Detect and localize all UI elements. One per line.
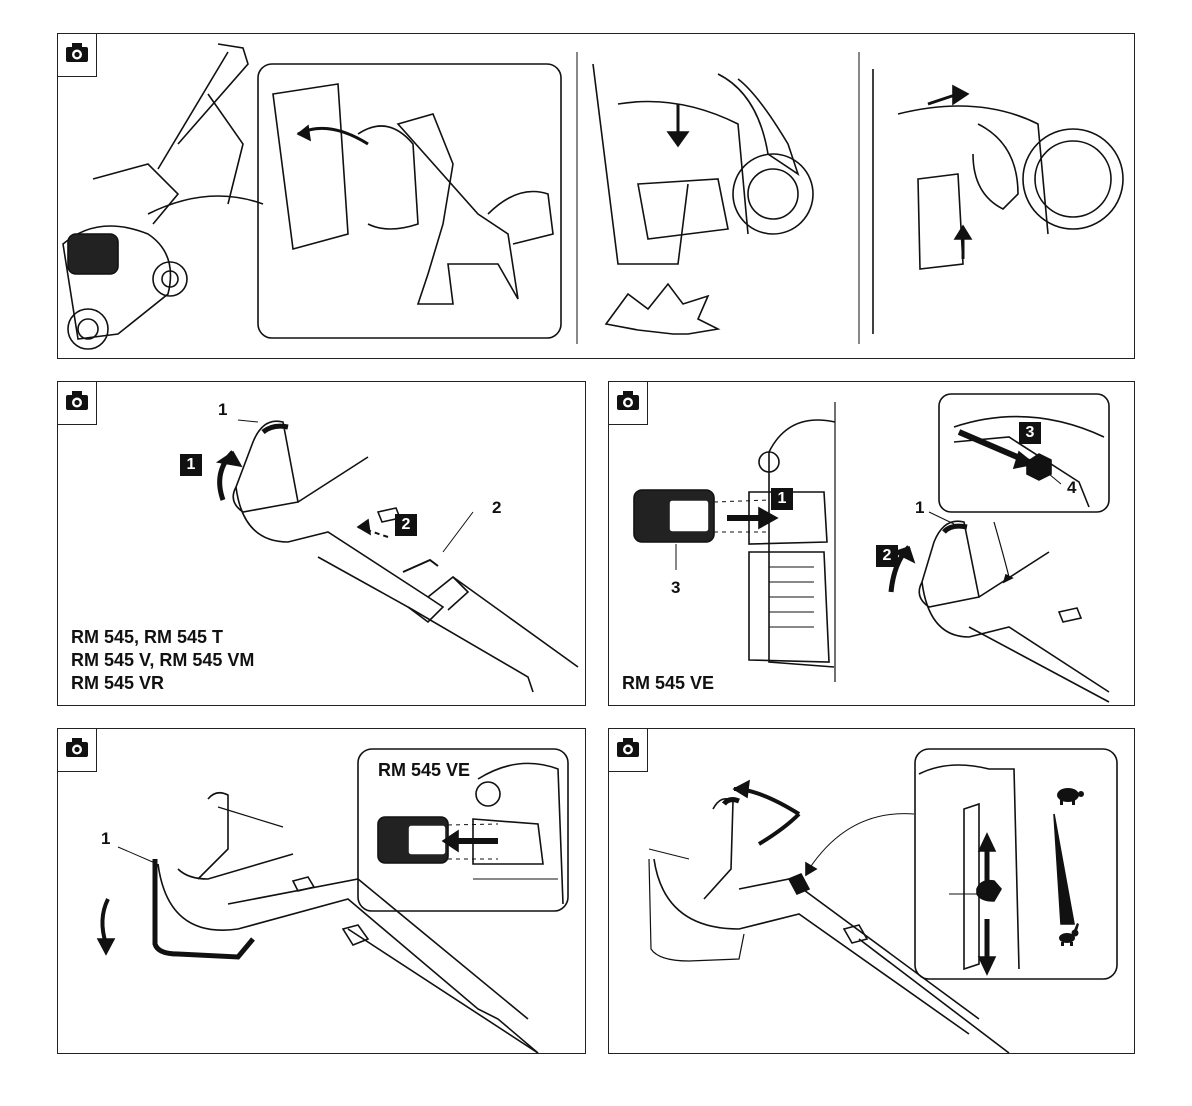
inset-model-label: RM 545 VE bbox=[378, 759, 470, 781]
battery-illustration bbox=[609, 382, 1134, 705]
step-2-marker: 2 bbox=[876, 545, 898, 567]
callout-1: 1 bbox=[915, 498, 924, 518]
callout-1: 1 bbox=[218, 400, 227, 420]
step-1-marker: 1 bbox=[180, 454, 202, 476]
panel-handle-release: 1 RM 545 VE bbox=[57, 728, 586, 1054]
step-3-marker: 3 bbox=[1019, 422, 1041, 444]
panel-grass-bag-installation bbox=[57, 33, 1135, 359]
callout-4: 4 bbox=[1067, 478, 1076, 498]
speed-adjust-illustration bbox=[609, 729, 1134, 1053]
model-label: RM 545 VE bbox=[622, 672, 714, 694]
step-2-marker: 2 bbox=[395, 514, 417, 536]
handle-release-illustration bbox=[58, 729, 585, 1053]
grass-bag-illustration bbox=[58, 34, 1134, 358]
step-1-marker: 1 bbox=[771, 488, 793, 510]
panel-battery-removal: 1 3 4 1 2 3 RM 545 VE bbox=[608, 381, 1135, 706]
model-line-2: RM 545 V, RM 545 VM bbox=[71, 649, 254, 671]
panel-speed-adjustment bbox=[608, 728, 1135, 1054]
callout-3: 3 bbox=[671, 578, 680, 598]
hare-icon bbox=[1055, 923, 1081, 947]
panel-handle-fold-standard: 1 2 1 2 RM 545, RM 545 T RM 545 V, RM 54… bbox=[57, 381, 586, 706]
model-line-3: RM 545 VR bbox=[71, 672, 164, 694]
model-line-1: RM 545, RM 545 T bbox=[71, 626, 223, 648]
turtle-icon bbox=[1051, 785, 1085, 807]
callout-2: 2 bbox=[492, 498, 501, 518]
callout-1: 1 bbox=[101, 829, 110, 849]
